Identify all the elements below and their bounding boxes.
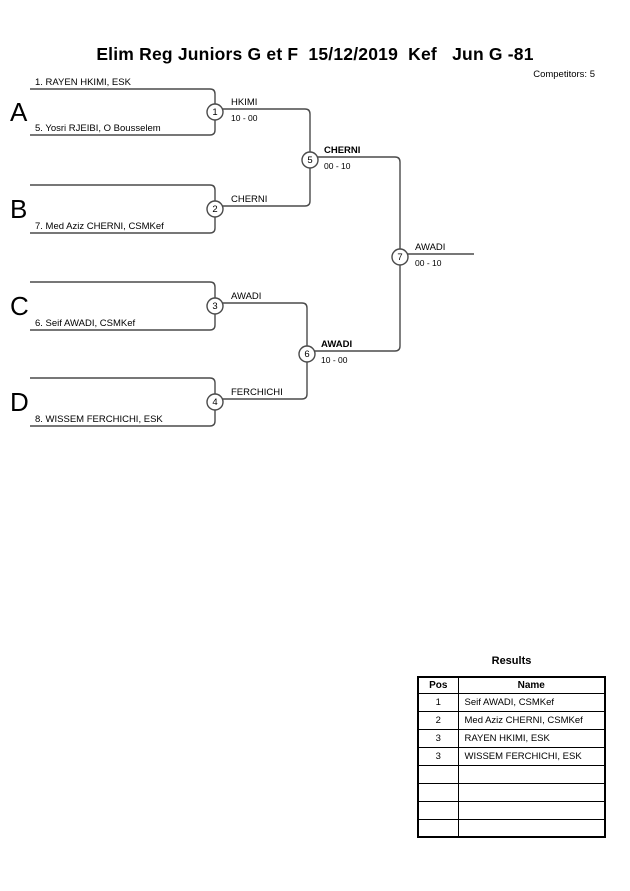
match-1-score: 10 - 00 [231, 113, 258, 123]
result-pos: 1 [417, 692, 459, 712]
match-4-number: 4 [212, 397, 217, 408]
match-5-winner: CHERNI [324, 145, 360, 156]
match-4-node [206, 393, 224, 411]
result-pos: 3 [417, 746, 459, 766]
bracket-diagram: 1 2 3 4 5 6 7 A B C D 1. RAYEN HKIMI, ES… [10, 77, 474, 427]
match-7-number: 7 [397, 252, 402, 263]
results-row-8 [417, 818, 606, 838]
results-row-2: 2 Med Aziz CHERNI, CSMKef [417, 710, 606, 730]
results-row-6 [417, 782, 606, 802]
page-title: Elim Reg Juniors G et F 15/12/2019 Kef J… [96, 44, 534, 64]
section-c-label: C [10, 291, 29, 321]
section-a-label: A [10, 97, 28, 127]
match-4-winner: FERCHICHI [231, 387, 283, 398]
match-2-number: 2 [212, 204, 217, 215]
competitors-count: Competitors: 5 [533, 69, 595, 80]
match-6-winner: AWADI [321, 339, 352, 350]
result-pos: 2 [417, 710, 459, 730]
results-title: Results [491, 655, 532, 667]
match-6-score: 10 - 00 [321, 355, 348, 365]
player-a-bottom: 5. Yosri RJEIBI, O Bousselem [35, 123, 161, 134]
results-row-5 [417, 764, 606, 784]
result-pos [417, 764, 459, 784]
results-col-name: Name [457, 676, 606, 694]
results-row-4: 3 WISSEM FERCHICHI, ESK [417, 746, 606, 766]
results-row-1: 1 Seif AWADI, CSMKef [417, 692, 606, 712]
result-name [457, 764, 606, 784]
results-table: Pos Name 1 Seif AWADI, CSMKef 2 Med Aziz… [417, 676, 606, 838]
player-c-bottom: 6. Seif AWADI, CSMKef [35, 318, 135, 329]
section-b-label: B [10, 194, 27, 224]
player-b-bottom: 7. Med Aziz CHERNI, CSMKef [35, 221, 164, 232]
match-1-winner-line [215, 108, 311, 160]
match-4-winner-line [215, 354, 308, 400]
result-pos [417, 818, 459, 838]
match-3-node [206, 297, 224, 315]
result-name: RAYEN HKIMI, ESK [457, 728, 606, 748]
results-header-row: Pos Name [417, 676, 606, 694]
result-name: Seif AWADI, CSMKef [457, 692, 606, 712]
match-2-node [206, 200, 224, 218]
match-1-winner: HKIMI [231, 97, 257, 108]
match-5-node [301, 151, 319, 169]
match-6-node [298, 345, 316, 363]
match-5-number: 5 [307, 155, 312, 166]
section-d-label: D [10, 387, 29, 417]
match-1-number: 1 [212, 107, 217, 118]
result-pos: 3 [417, 728, 459, 748]
match-2-winner: CHERNI [231, 194, 267, 205]
result-name [457, 818, 606, 838]
match-3-winner-line [215, 302, 308, 354]
match-5-score: 00 - 10 [324, 161, 351, 171]
match-7-node [391, 248, 409, 266]
result-name [457, 800, 606, 820]
player-a-top: 1. RAYEN HKIMI, ESK [35, 77, 132, 88]
match-7-score: 00 - 10 [415, 258, 442, 268]
match-6-winner-line [307, 257, 401, 352]
match-5-winner-line [310, 156, 401, 257]
results-col-pos: Pos [417, 676, 459, 694]
match-2-winner-line [215, 160, 311, 207]
match-6-number: 6 [304, 349, 309, 360]
player-d-bottom: 8. WISSEM FERCHICHI, ESK [35, 414, 163, 425]
match-3-winner: AWADI [231, 291, 261, 302]
results-row-7 [417, 800, 606, 820]
result-pos [417, 782, 459, 802]
match-3-number: 3 [212, 301, 217, 312]
result-name [457, 782, 606, 802]
result-name: WISSEM FERCHICHI, ESK [457, 746, 606, 766]
match-1-node [206, 103, 224, 121]
result-pos [417, 800, 459, 820]
results-row-3: 3 RAYEN HKIMI, ESK [417, 728, 606, 748]
match-7-winner: AWADI [415, 242, 445, 253]
result-name: Med Aziz CHERNI, CSMKef [457, 710, 606, 730]
